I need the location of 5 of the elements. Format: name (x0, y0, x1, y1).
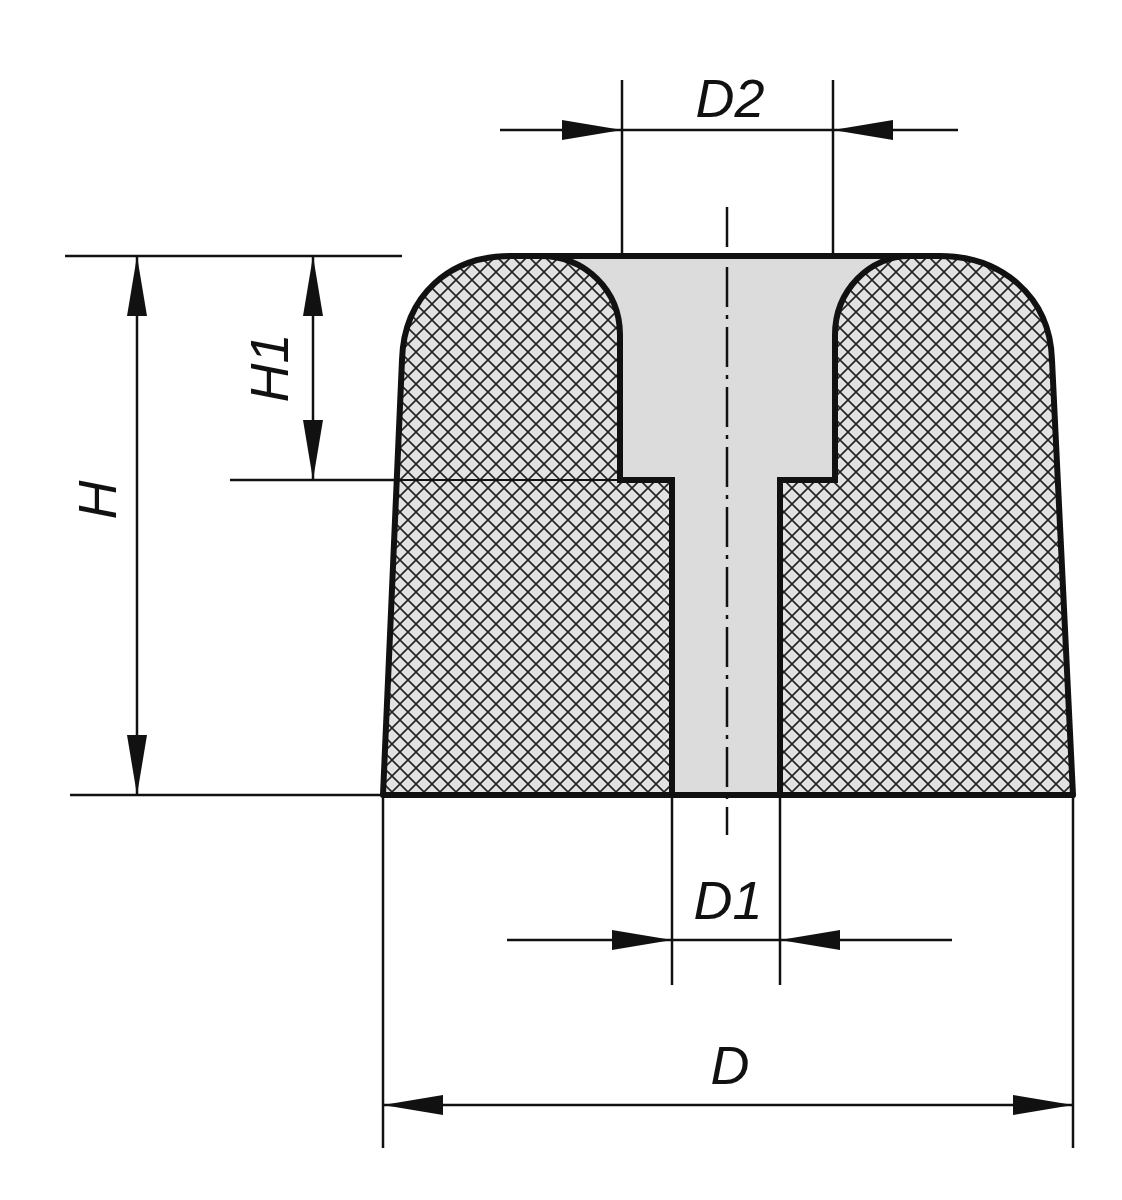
dimension-label: H1 (241, 333, 295, 403)
dimension-label: D2 (695, 71, 765, 125)
dimension-label: H (69, 480, 123, 520)
dimension-label: D (710, 1038, 750, 1092)
dimension-label: D1 (693, 873, 763, 927)
